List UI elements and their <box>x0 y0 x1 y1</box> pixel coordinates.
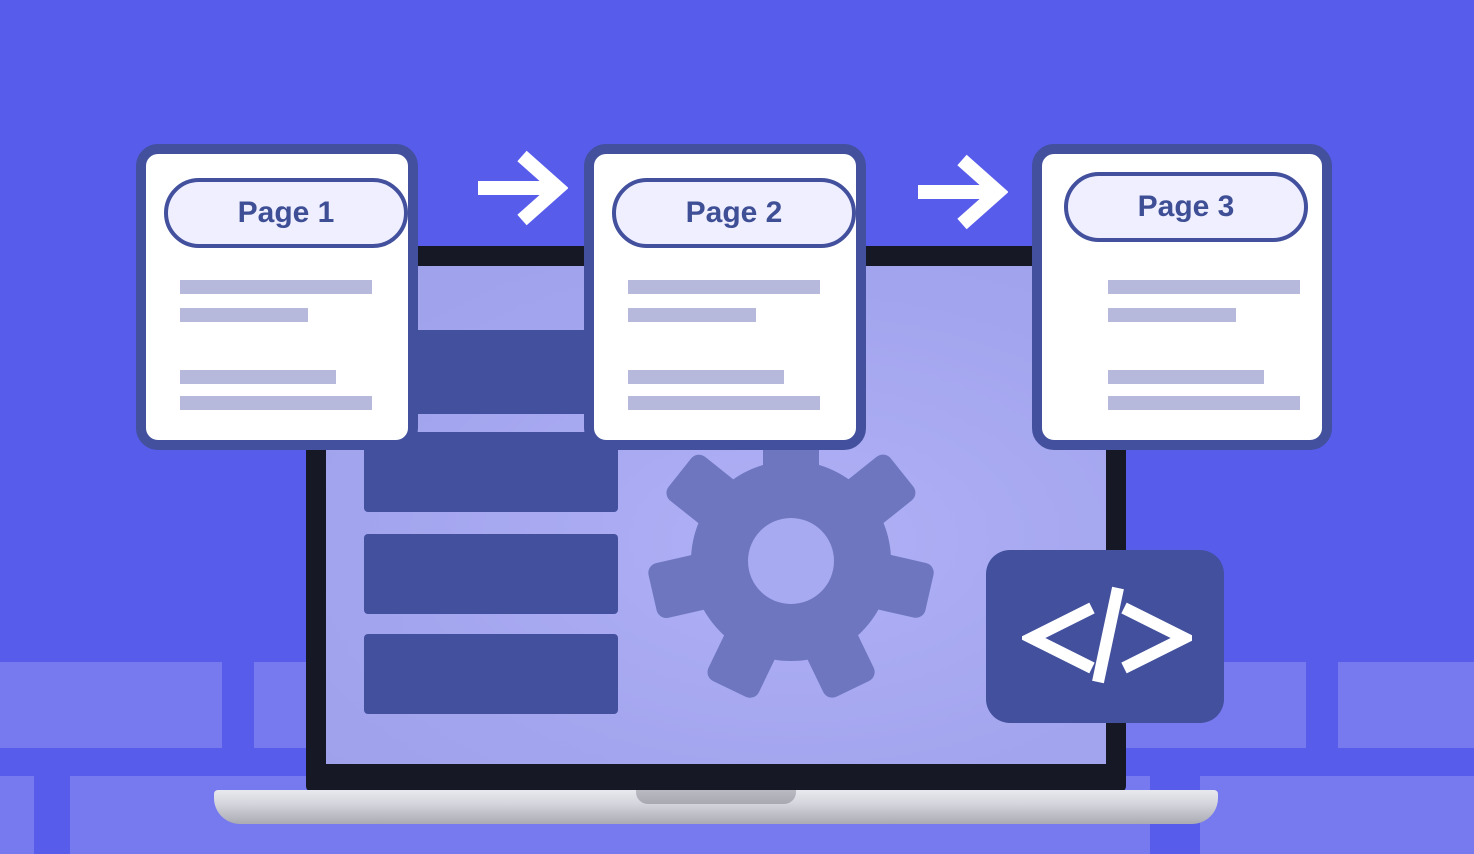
text-line <box>628 308 756 322</box>
text-line <box>1108 308 1236 322</box>
page-card-2: Page 2 <box>584 144 866 450</box>
text-line <box>628 280 820 294</box>
page-card-3: Page 3 <box>1032 144 1332 450</box>
arrow-right-icon <box>478 150 568 226</box>
screen-block <box>364 534 618 614</box>
text-line <box>180 396 372 410</box>
text-line <box>180 370 336 384</box>
background-tile <box>0 662 222 748</box>
background-tile <box>254 662 314 748</box>
text-line <box>1108 396 1300 410</box>
gear-icon <box>646 419 936 702</box>
page-label-2: Page 2 <box>612 178 856 248</box>
text-line <box>1108 280 1300 294</box>
text-line <box>180 280 372 294</box>
page-card-1: Page 1 <box>136 144 418 450</box>
page-label-1: Page 1 <box>164 178 408 248</box>
page-label-3: Page 3 <box>1064 172 1308 242</box>
text-line <box>628 370 784 384</box>
screen-block <box>364 634 618 714</box>
text-line <box>1108 370 1264 384</box>
text-line <box>628 396 820 410</box>
background-tile <box>1200 776 1474 854</box>
background-tile <box>0 776 34 854</box>
arrow-right-icon <box>918 154 1008 230</box>
code-panel <box>986 550 1224 723</box>
laptop-notch <box>636 790 796 804</box>
code-brackets-icon <box>1022 586 1192 684</box>
text-line <box>180 308 308 322</box>
background-tile <box>1338 662 1474 748</box>
